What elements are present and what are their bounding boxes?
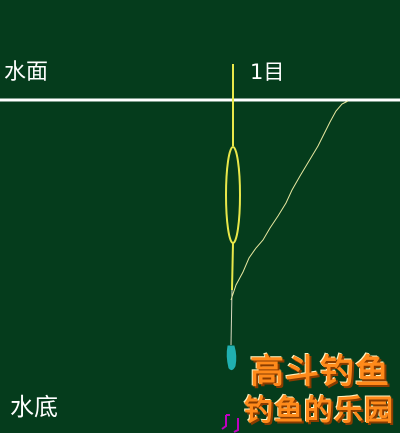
- main-line-lower: [230, 289, 233, 346]
- float-mark-label: 1目: [250, 60, 285, 84]
- hook-left: [221, 414, 230, 430]
- hook-right: [233, 418, 239, 433]
- watermark-line-1: 高斗钓鱼: [250, 352, 390, 392]
- water-surface-label: 水面: [4, 60, 49, 85]
- sinker: [226, 345, 237, 371]
- slack-fishing-line: [230, 100, 349, 301]
- float-stem: [231, 242, 234, 291]
- float-body: [225, 146, 241, 244]
- water-bottom-label: 水底: [10, 393, 58, 421]
- watermark-line-2: 钓鱼的乐园: [244, 393, 395, 427]
